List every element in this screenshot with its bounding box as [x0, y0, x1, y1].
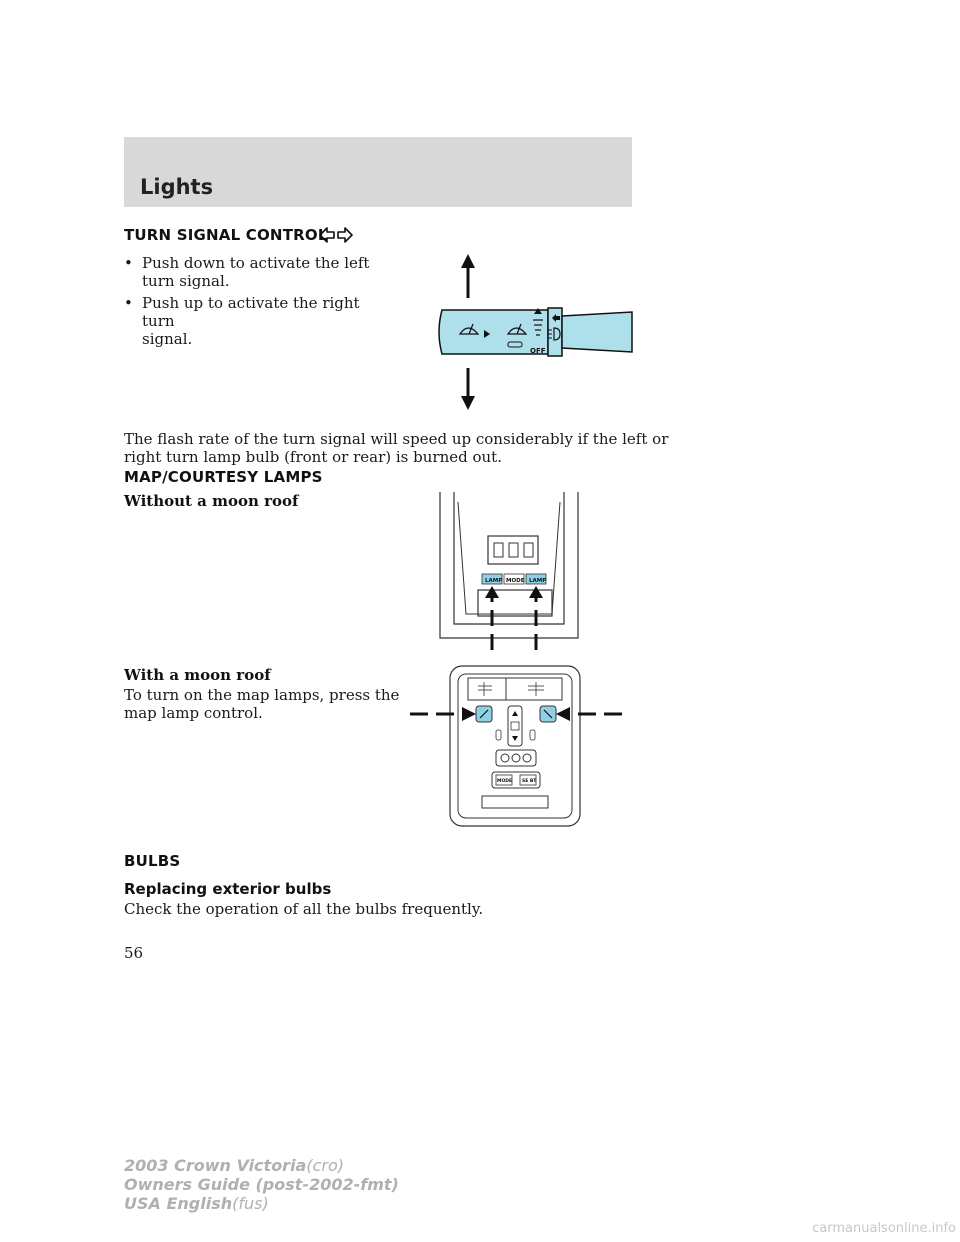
watermark: carmanualsonline.info	[812, 1221, 956, 1236]
footer-model: 2003 Crown Victoria	[124, 1156, 307, 1175]
section-header: Lights	[124, 137, 632, 207]
turn-signal-stalk-illustration: OFF	[438, 254, 633, 410]
section-title: Lights	[140, 175, 214, 199]
note-line: The flash rate of the turn signal will s…	[124, 430, 669, 448]
turn-signal-heading-text: TURN SIGNAL CONTROL	[124, 226, 328, 244]
replacing-bulbs-text: Replacing exterior bulbs	[124, 880, 332, 898]
turn-signal-heading: TURN SIGNAL CONTROL	[124, 226, 328, 244]
without-moonroof-text: Without a moon roof	[124, 492, 299, 510]
console-mode-label: MODE	[506, 578, 525, 584]
overhead-console-no-moonroof-illustration: LAMP MODE LAMP	[439, 492, 579, 650]
moonroof-right-label: SE BT	[522, 778, 537, 784]
footer-line-3: USA English(fus)	[124, 1194, 399, 1213]
footer-language-code: (fus)	[232, 1194, 269, 1213]
turn-signal-arrows-icon	[319, 227, 353, 243]
footer-model-code: (cro)	[306, 1156, 345, 1175]
instruction-line: To turn on the map lamps, press the	[124, 686, 400, 704]
bullet-text: Push up to activate the right turn signa…	[142, 294, 392, 348]
bullet-dot: •	[124, 254, 133, 272]
with-moonroof-subheading: With a moon roof	[124, 666, 271, 684]
footer-line-1: 2003 Crown Victoria(cro)	[124, 1156, 399, 1175]
instruction-line: map lamp control.	[124, 704, 263, 722]
footer-language: USA English	[124, 1194, 233, 1213]
bulbs-heading: BULBS	[124, 852, 180, 870]
console-lamp-left-label: LAMP	[485, 578, 502, 584]
console-lamp-right-label: LAMP	[529, 578, 546, 584]
bullet-line: Push down to activate the left	[142, 254, 370, 272]
bullet-line: signal.	[142, 330, 193, 348]
map-lamps-heading: MAP/COURTESY LAMPS	[124, 468, 323, 486]
turn-signal-note: The flash rate of the turn signal will s…	[124, 430, 668, 466]
overhead-console-moonroof-illustration: MODE SE BT	[410, 665, 622, 827]
without-moonroof-subheading: Without a moon roof	[124, 492, 299, 510]
map-lamps-heading-text: MAP/COURTESY LAMPS	[124, 468, 323, 486]
replacing-bulbs-subheading: Replacing exterior bulbs	[124, 880, 331, 898]
stalk-off-label: OFF	[530, 347, 546, 355]
with-moonroof-text: With a moon roof	[124, 666, 271, 684]
bullet-line: Push up to activate the right turn	[142, 294, 360, 330]
moonroof-mode-label: MODE	[497, 778, 512, 784]
bulbs-text: Check the operation of all the bulbs fre…	[124, 900, 483, 918]
bulbs-text-line: Check the operation of all the bulbs fre…	[124, 900, 484, 918]
bullet-line: turn signal.	[142, 272, 230, 290]
document-footer: 2003 Crown Victoria(cro) Owners Guide (p…	[124, 1156, 399, 1213]
note-line: right turn lamp bulb (front or rear) is …	[124, 448, 502, 466]
page-number: 56	[124, 944, 144, 962]
map-lamp-instruction: To turn on the map lamps, press the map …	[124, 686, 399, 722]
footer-guide: Owners Guide (post-2002-fmt)	[124, 1175, 399, 1194]
bullet-text: Push down to activate the left turn sign…	[142, 254, 392, 290]
bullet-dot: •	[124, 294, 133, 312]
footer-line-2: Owners Guide (post-2002-fmt)	[124, 1175, 399, 1194]
bulbs-heading-text: BULBS	[124, 852, 181, 870]
